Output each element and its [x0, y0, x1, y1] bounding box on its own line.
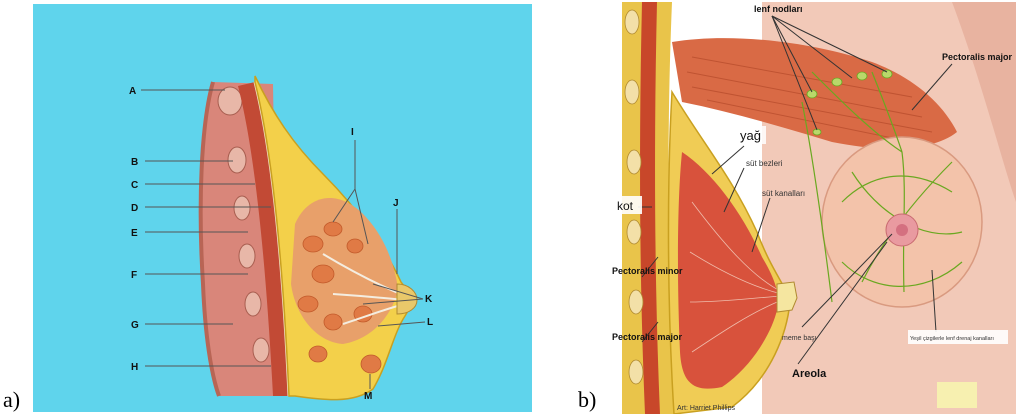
- diagram-a: A B C D E F G H I J K L M: [33, 4, 532, 412]
- label-d: D: [131, 203, 138, 214]
- label-h: H: [131, 362, 138, 373]
- nipple-front: [896, 224, 908, 236]
- label-lymph-nodes: lenf nodları: [754, 4, 803, 14]
- label-l: L: [427, 317, 433, 328]
- rib: [627, 150, 641, 174]
- rib: [627, 220, 641, 244]
- lobule: [298, 296, 318, 312]
- label-fat: yağ: [740, 128, 761, 143]
- yellow-patch: [937, 382, 977, 408]
- lobule: [312, 265, 334, 283]
- rib: [239, 244, 255, 268]
- label-c: C: [131, 180, 138, 191]
- label-i: I: [351, 127, 354, 138]
- label-e: E: [131, 228, 138, 239]
- label-rib: kot: [617, 199, 634, 213]
- rib: [625, 10, 639, 34]
- diagram-b-svg: lenf nodları Pectoralis major yağ süt be…: [612, 2, 1016, 414]
- label-b: B: [131, 157, 138, 168]
- lobule: [324, 314, 342, 330]
- lobule: [324, 222, 342, 236]
- label-lymph-drainage: Yeşil çizgilerle lenf drenaj kanalları: [910, 336, 994, 342]
- lymph-node: [832, 78, 842, 86]
- label-m: M: [364, 391, 372, 402]
- rib: [218, 87, 242, 115]
- label-areola: Areola: [792, 368, 827, 380]
- lymph-node: [882, 70, 892, 78]
- rib: [245, 292, 261, 316]
- diagram-b: lenf nodları Pectoralis major yağ süt be…: [612, 2, 1016, 414]
- rib: [625, 80, 639, 104]
- rib: [253, 338, 269, 362]
- lobule: [303, 236, 323, 252]
- label-milk-ducts: süt kanalları: [762, 189, 805, 198]
- label-k: K: [425, 294, 433, 305]
- rib: [629, 360, 643, 384]
- label-pectoralis-major-top: Pectoralis major: [942, 52, 1013, 62]
- label-g: G: [131, 320, 139, 331]
- panel-label-b: b): [578, 387, 596, 413]
- rib: [228, 147, 246, 173]
- label-milk-glands: süt bezleri: [746, 159, 783, 168]
- label-nipple: meme başı: [782, 335, 817, 342]
- lobule: [347, 239, 363, 253]
- label-pectoralis-major-side: Pectoralis major: [612, 332, 683, 342]
- diagram-a-svg: A B C D E F G H I J K L M: [33, 4, 532, 412]
- label-pectoralis-minor: Pectoralis minor: [612, 266, 683, 276]
- label-f: F: [131, 270, 137, 281]
- lymph-node: [857, 72, 867, 80]
- label-j: J: [393, 198, 399, 209]
- lobule: [361, 355, 381, 373]
- rib: [629, 290, 643, 314]
- label-pectoralis-minor-text: Pectoralis minor: [612, 266, 683, 276]
- label-a: A: [129, 86, 136, 97]
- label-pectoralis-major-side-text: Pectoralis major: [612, 332, 683, 342]
- lobule: [309, 346, 327, 362]
- label-credit: Art: Harriet Phillips: [677, 405, 735, 412]
- panel-label-a: a): [3, 387, 20, 413]
- rib: [234, 196, 250, 220]
